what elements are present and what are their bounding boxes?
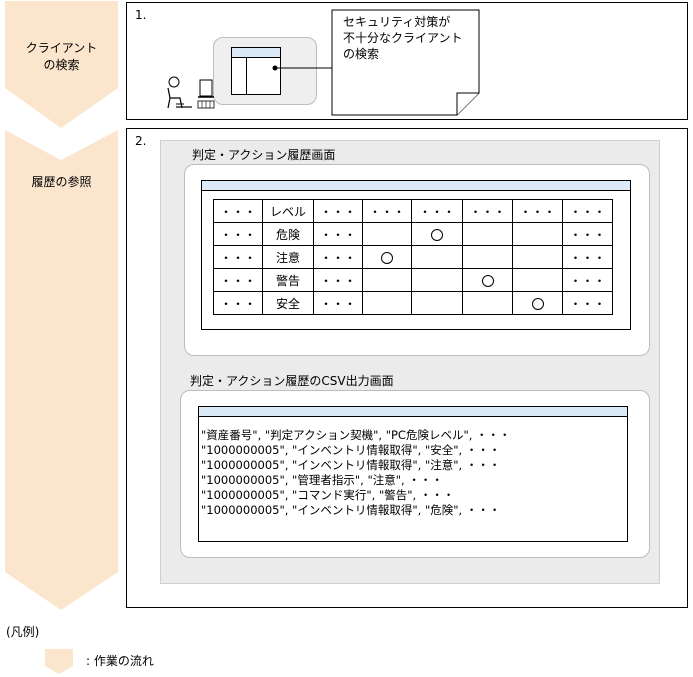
user-at-pc-icon xyxy=(167,76,215,109)
history-table-cell: ・・・ xyxy=(562,199,613,223)
history-table-cell: ・・・ xyxy=(411,199,463,223)
check-circle-mark xyxy=(531,297,544,310)
csv-window-header xyxy=(199,407,627,417)
history-table-cell: ・・・ xyxy=(313,222,363,246)
history-table-cell xyxy=(362,222,412,246)
callout-note xyxy=(331,9,480,116)
csv-window xyxy=(198,406,628,542)
csv-line: "1000000005", "インベントリ情報取得", "危険", ・・・ xyxy=(201,503,501,517)
csv-line: "1000000005", "インベントリ情報取得", "注意", ・・・ xyxy=(201,458,501,472)
history-table-cell xyxy=(411,291,463,315)
csv-line: "1000000005", "コマンド実行", "警告", ・・・ xyxy=(201,488,455,502)
history-table-cell: ・・・ xyxy=(213,245,263,269)
window-icon xyxy=(231,47,281,95)
step-1-number: 1. xyxy=(135,8,147,22)
history-table-cell xyxy=(362,291,412,315)
history-table-row: ・・・警告・・・・・・ xyxy=(213,268,613,292)
history-table-cell: ・・・ xyxy=(362,199,412,223)
history-table-cell: ・・・ xyxy=(213,268,263,292)
history-table-cell: ・・・ xyxy=(313,245,363,269)
history-screen-title: 判定・アクション履歴画面 xyxy=(192,148,336,162)
csv-line: "1000000005", "インベントリ情報取得", "安全", ・・・ xyxy=(201,443,501,457)
history-table-cell xyxy=(462,268,513,292)
history-table-cell: ・・・ xyxy=(213,199,263,223)
callout-text: セキュリティ対策が 不十分なクライアント の検索 xyxy=(343,15,463,61)
history-table-cell: ・・・ xyxy=(213,291,263,315)
history-table-cell: ・・・ xyxy=(313,199,363,223)
history-table-row: ・・・レベル・・・・・・・・・・・・・・・・・・ xyxy=(213,199,613,223)
history-table-cell xyxy=(411,245,463,269)
history-table-cell xyxy=(362,245,412,269)
history-table-cell xyxy=(512,291,563,315)
callout-leader xyxy=(272,65,332,71)
history-window-header xyxy=(202,181,630,191)
flow-step-2-label: 履歴の参照 xyxy=(31,175,92,189)
history-table-cell: 警告 xyxy=(262,268,314,292)
history-table-cell: ・・・ xyxy=(313,268,363,292)
check-circle-mark xyxy=(381,251,393,264)
history-table-cell: ・・・ xyxy=(313,291,363,315)
flow-step-1-label: クライアント の検索 xyxy=(25,41,98,72)
history-table-cell: ・・・ xyxy=(512,199,563,223)
history-table-cell: 安全 xyxy=(262,291,314,315)
csv-screen-title: 判定・アクション履歴のCSV出力画面 xyxy=(190,374,394,388)
csv-line: "1000000005", "管理者指示", "注意", ・・・ xyxy=(201,473,443,487)
history-table-cell xyxy=(512,268,563,292)
flow-step-2-shape xyxy=(5,130,118,610)
history-table-cell xyxy=(462,245,513,269)
history-table-cell: ・・・ xyxy=(562,245,613,269)
history-table-cell: レベル xyxy=(262,199,314,223)
legend-flow-swatch xyxy=(45,649,73,674)
history-table-cell xyxy=(512,222,563,246)
check-circle-mark xyxy=(431,228,443,241)
check-circle-mark xyxy=(481,274,494,287)
legend-flow-label: : 作業の流れ xyxy=(86,654,154,668)
history-table-cell: ・・・ xyxy=(562,268,613,292)
history-table-cell xyxy=(362,268,412,292)
workflow-arrow xyxy=(5,1,118,610)
history-table-cell: ・・・ xyxy=(462,199,513,223)
history-table-cell: ・・・ xyxy=(213,222,263,246)
history-table-cell xyxy=(462,222,513,246)
history-table-cell: ・・・ xyxy=(562,291,613,315)
flow-step-1-shape xyxy=(5,1,118,128)
history-table-cell: 注意 xyxy=(262,245,314,269)
history-table-cell xyxy=(411,268,463,292)
history-table-row: ・・・危険・・・・・・ xyxy=(213,222,613,246)
step-2-number: 2. xyxy=(135,134,147,148)
csv-output-text: "資産番号", "判定アクション契機", "PC危険レベル", ・・・"1000… xyxy=(201,428,511,518)
history-table-cell xyxy=(462,291,513,315)
history-table-cell: ・・・ xyxy=(562,222,613,246)
legend-title: (凡例) xyxy=(6,625,40,639)
csv-line: "資産番号", "判定アクション契機", "PC危険レベル", ・・・ xyxy=(201,428,511,442)
history-table-cell xyxy=(512,245,563,269)
history-table-cell: 危険 xyxy=(262,222,314,246)
history-table-row: ・・・安全・・・・・・ xyxy=(213,291,613,315)
history-table: ・・・レベル・・・・・・・・・・・・・・・・・・・・・危険・・・・・・・・・注意… xyxy=(213,199,613,315)
history-table-cell xyxy=(411,222,463,246)
history-table-row: ・・・注意・・・・・・ xyxy=(213,245,613,269)
